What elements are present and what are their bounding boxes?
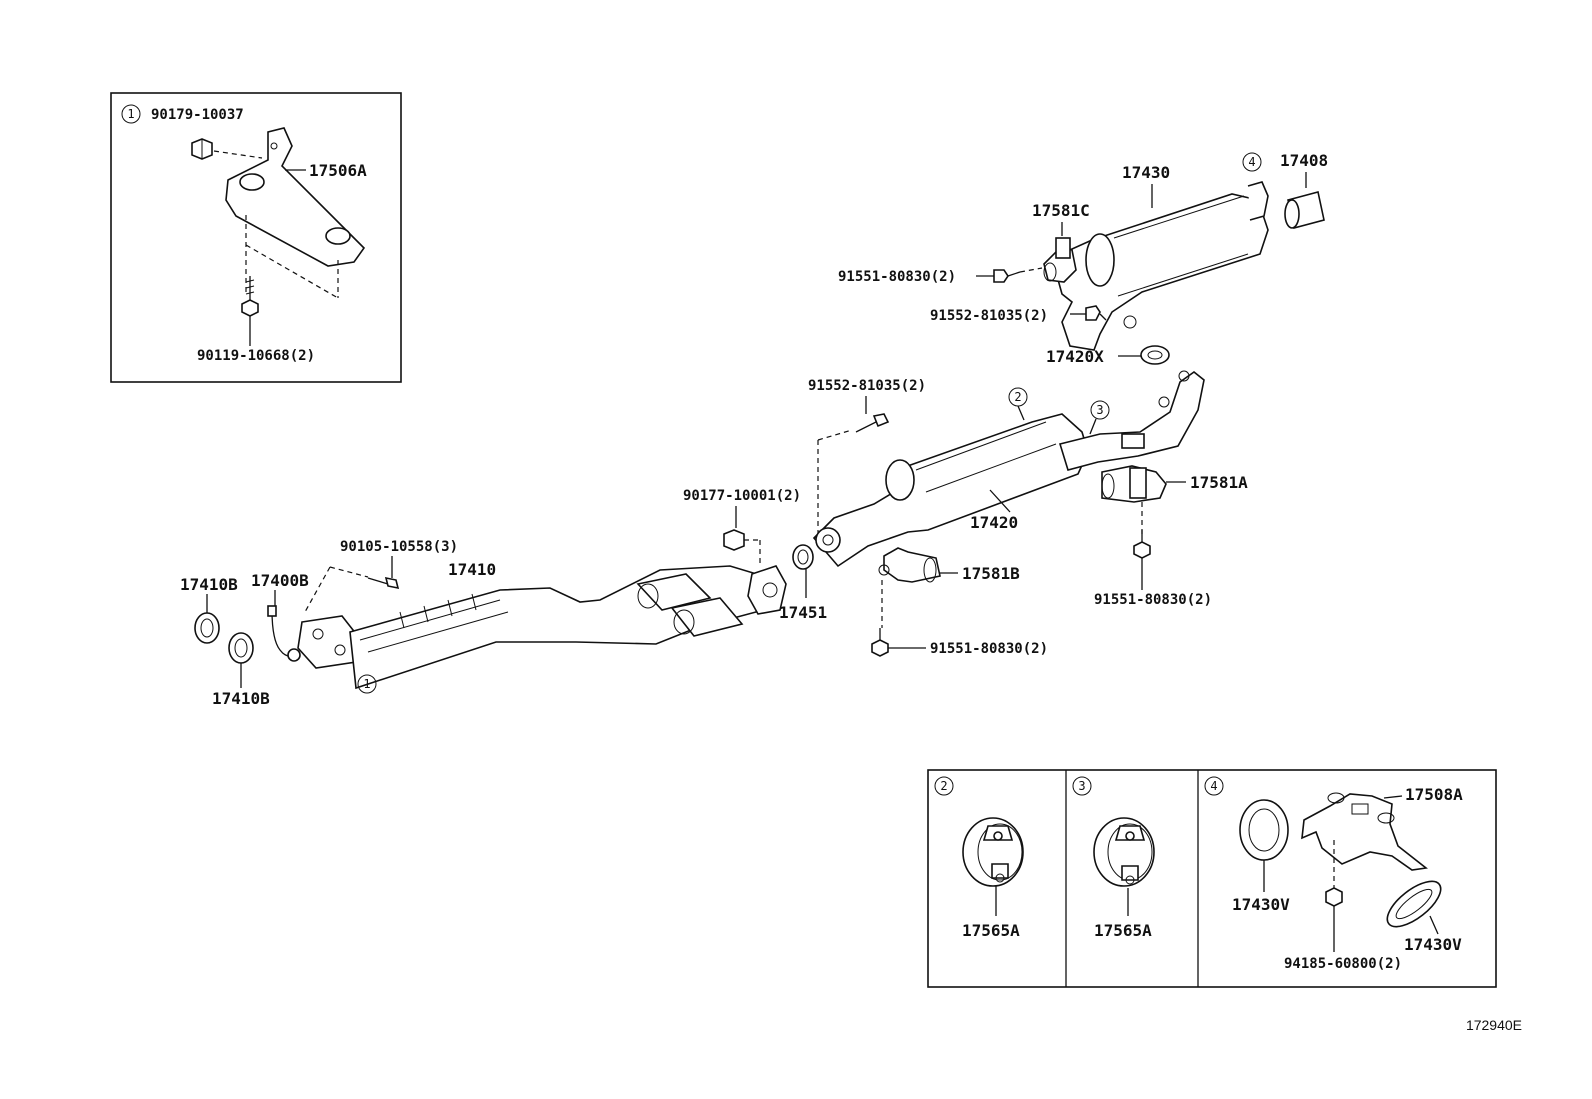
inset-4-panel: 4 17430V 17508A 94185-60800(2) xyxy=(1204,776,1463,972)
inset-4-callout xyxy=(1204,776,1224,796)
inset-4-callout-number: 4 xyxy=(1210,779,1217,793)
inset-1-callout xyxy=(121,104,141,124)
callout-4-number: 4 xyxy=(1248,155,1255,169)
bolt-icon xyxy=(871,628,889,657)
bracket-17506A-icon xyxy=(225,127,366,267)
label-17581B[interactable]: 17581B xyxy=(962,564,1020,583)
label-90177[interactable]: 90177-10001(2) xyxy=(683,488,801,504)
gasket-17430V-icon xyxy=(1239,799,1289,861)
inset-1-bracket-label[interactable]: 17506A xyxy=(309,161,367,180)
rear-muffler-section: 17430 4 17408 17581C 91551-80830(2) xyxy=(838,151,1328,366)
inset-2-panel: 2 17565A xyxy=(934,776,1024,940)
inset-2-callout-number: 2 xyxy=(940,779,947,793)
inset-3-callout xyxy=(1072,776,1092,796)
label-17581A[interactable]: 17581A xyxy=(1190,473,1248,492)
center-muffler-17420-icon xyxy=(812,370,1205,568)
bolt-icon xyxy=(241,276,259,317)
label-17410B-bottom[interactable]: 17410B xyxy=(212,689,270,708)
nut-icon xyxy=(723,529,745,551)
label-17410B-top[interactable]: 17410B xyxy=(180,575,238,594)
label-91552-mid[interactable]: 91552-81035(2) xyxy=(808,378,926,394)
front-exhaust-pipe-section: 17410B 17400B 17410 90105-10558(3) 17410… xyxy=(180,539,787,708)
label-17430[interactable]: 17430 xyxy=(1122,163,1170,182)
tail-tip-17408-icon xyxy=(1284,191,1325,229)
middle-connection-section: 90177-10001(2) 17451 91552-81035(2) xyxy=(683,378,926,622)
label-17420X[interactable]: 17420X xyxy=(1046,347,1104,366)
inset-3-panel: 3 17565A xyxy=(1072,776,1155,940)
inset-4-nut-label[interactable]: 94185-60800(2) xyxy=(1284,956,1402,972)
callout-3-number: 3 xyxy=(1096,403,1103,417)
inset-2-callout xyxy=(934,776,954,796)
diagram-code: 172940E xyxy=(1466,1017,1522,1033)
label-17408[interactable]: 17408 xyxy=(1280,151,1328,170)
inset-panels-2-3-4: 2 17565A 3 xyxy=(927,769,1497,988)
manifold-flange-icon xyxy=(297,615,365,669)
inset-4-gasket-left-label[interactable]: 17430V xyxy=(1232,895,1290,914)
label-90105[interactable]: 90105-10558(3) xyxy=(340,539,458,555)
rubber-hanger-17565A-icon xyxy=(1093,817,1155,887)
bolt-icon xyxy=(855,413,890,433)
label-91552-top[interactable]: 91552-81035(2) xyxy=(930,308,1048,324)
center-muffler-section: 2 3 17420 17581B xyxy=(812,370,1248,657)
bolt-icon xyxy=(993,269,1021,283)
bolt-icon xyxy=(1133,530,1151,559)
callout-1 xyxy=(357,674,377,694)
callout-4 xyxy=(1242,152,1262,172)
inset-1-bolt-label[interactable]: 90179-10037 xyxy=(151,107,244,123)
nut-icon xyxy=(1325,887,1343,907)
label-91551-right[interactable]: 91551-80830(2) xyxy=(1094,592,1212,608)
inset-1-callout-number: 1 xyxy=(127,107,134,121)
bolt-icon xyxy=(1085,305,1107,321)
front-pipe-17410-icon xyxy=(349,565,787,690)
label-17400B[interactable]: 17400B xyxy=(251,571,309,590)
inset-4-bracket-label[interactable]: 17508A xyxy=(1405,785,1463,804)
label-17581C[interactable]: 17581C xyxy=(1032,201,1090,220)
label-91551-top[interactable]: 91551-80830(2) xyxy=(838,269,956,285)
callout-1-number: 1 xyxy=(363,677,370,691)
rubber-hanger-17565A-icon xyxy=(962,817,1024,887)
rear-muffler-17430-icon xyxy=(1051,181,1269,351)
inset-4-gasket-right-label[interactable]: 17430V xyxy=(1404,935,1462,954)
bolt-icon xyxy=(367,576,400,590)
inset-3-part-label[interactable]: 17565A xyxy=(1094,921,1152,940)
inset-2-part-label[interactable]: 17565A xyxy=(962,921,1020,940)
label-17420[interactable]: 17420 xyxy=(970,513,1018,532)
rubber-hanger-17581C-icon xyxy=(1043,237,1077,283)
inset-1-bottom-label[interactable]: 90119-10668(2) xyxy=(197,348,315,364)
callout-3 xyxy=(1090,400,1110,420)
label-17451[interactable]: 17451 xyxy=(779,603,827,622)
callout-2-number: 2 xyxy=(1014,390,1021,404)
gasket-17430V-icon xyxy=(1386,880,1442,928)
gasket-ring-icon xyxy=(194,612,220,644)
rubber-hanger-17581B-icon xyxy=(878,547,941,583)
label-91551-left[interactable]: 91551-80830(2) xyxy=(930,641,1048,657)
label-17410[interactable]: 17410 xyxy=(448,560,496,579)
gasket-ring-icon xyxy=(1140,345,1170,365)
gasket-ring-icon xyxy=(792,544,814,570)
nut-icon xyxy=(191,138,213,160)
inset-3-callout-number: 3 xyxy=(1078,779,1085,793)
oxygen-sensor-icon xyxy=(267,605,301,662)
gasket-ring-icon xyxy=(228,632,254,664)
inset-1-bracket-detail: 1 90179-10037 17506A 90119-10668(2) xyxy=(110,92,402,383)
rubber-hanger-17581A-icon xyxy=(1101,465,1167,503)
bracket-17508A-icon xyxy=(1301,792,1428,871)
